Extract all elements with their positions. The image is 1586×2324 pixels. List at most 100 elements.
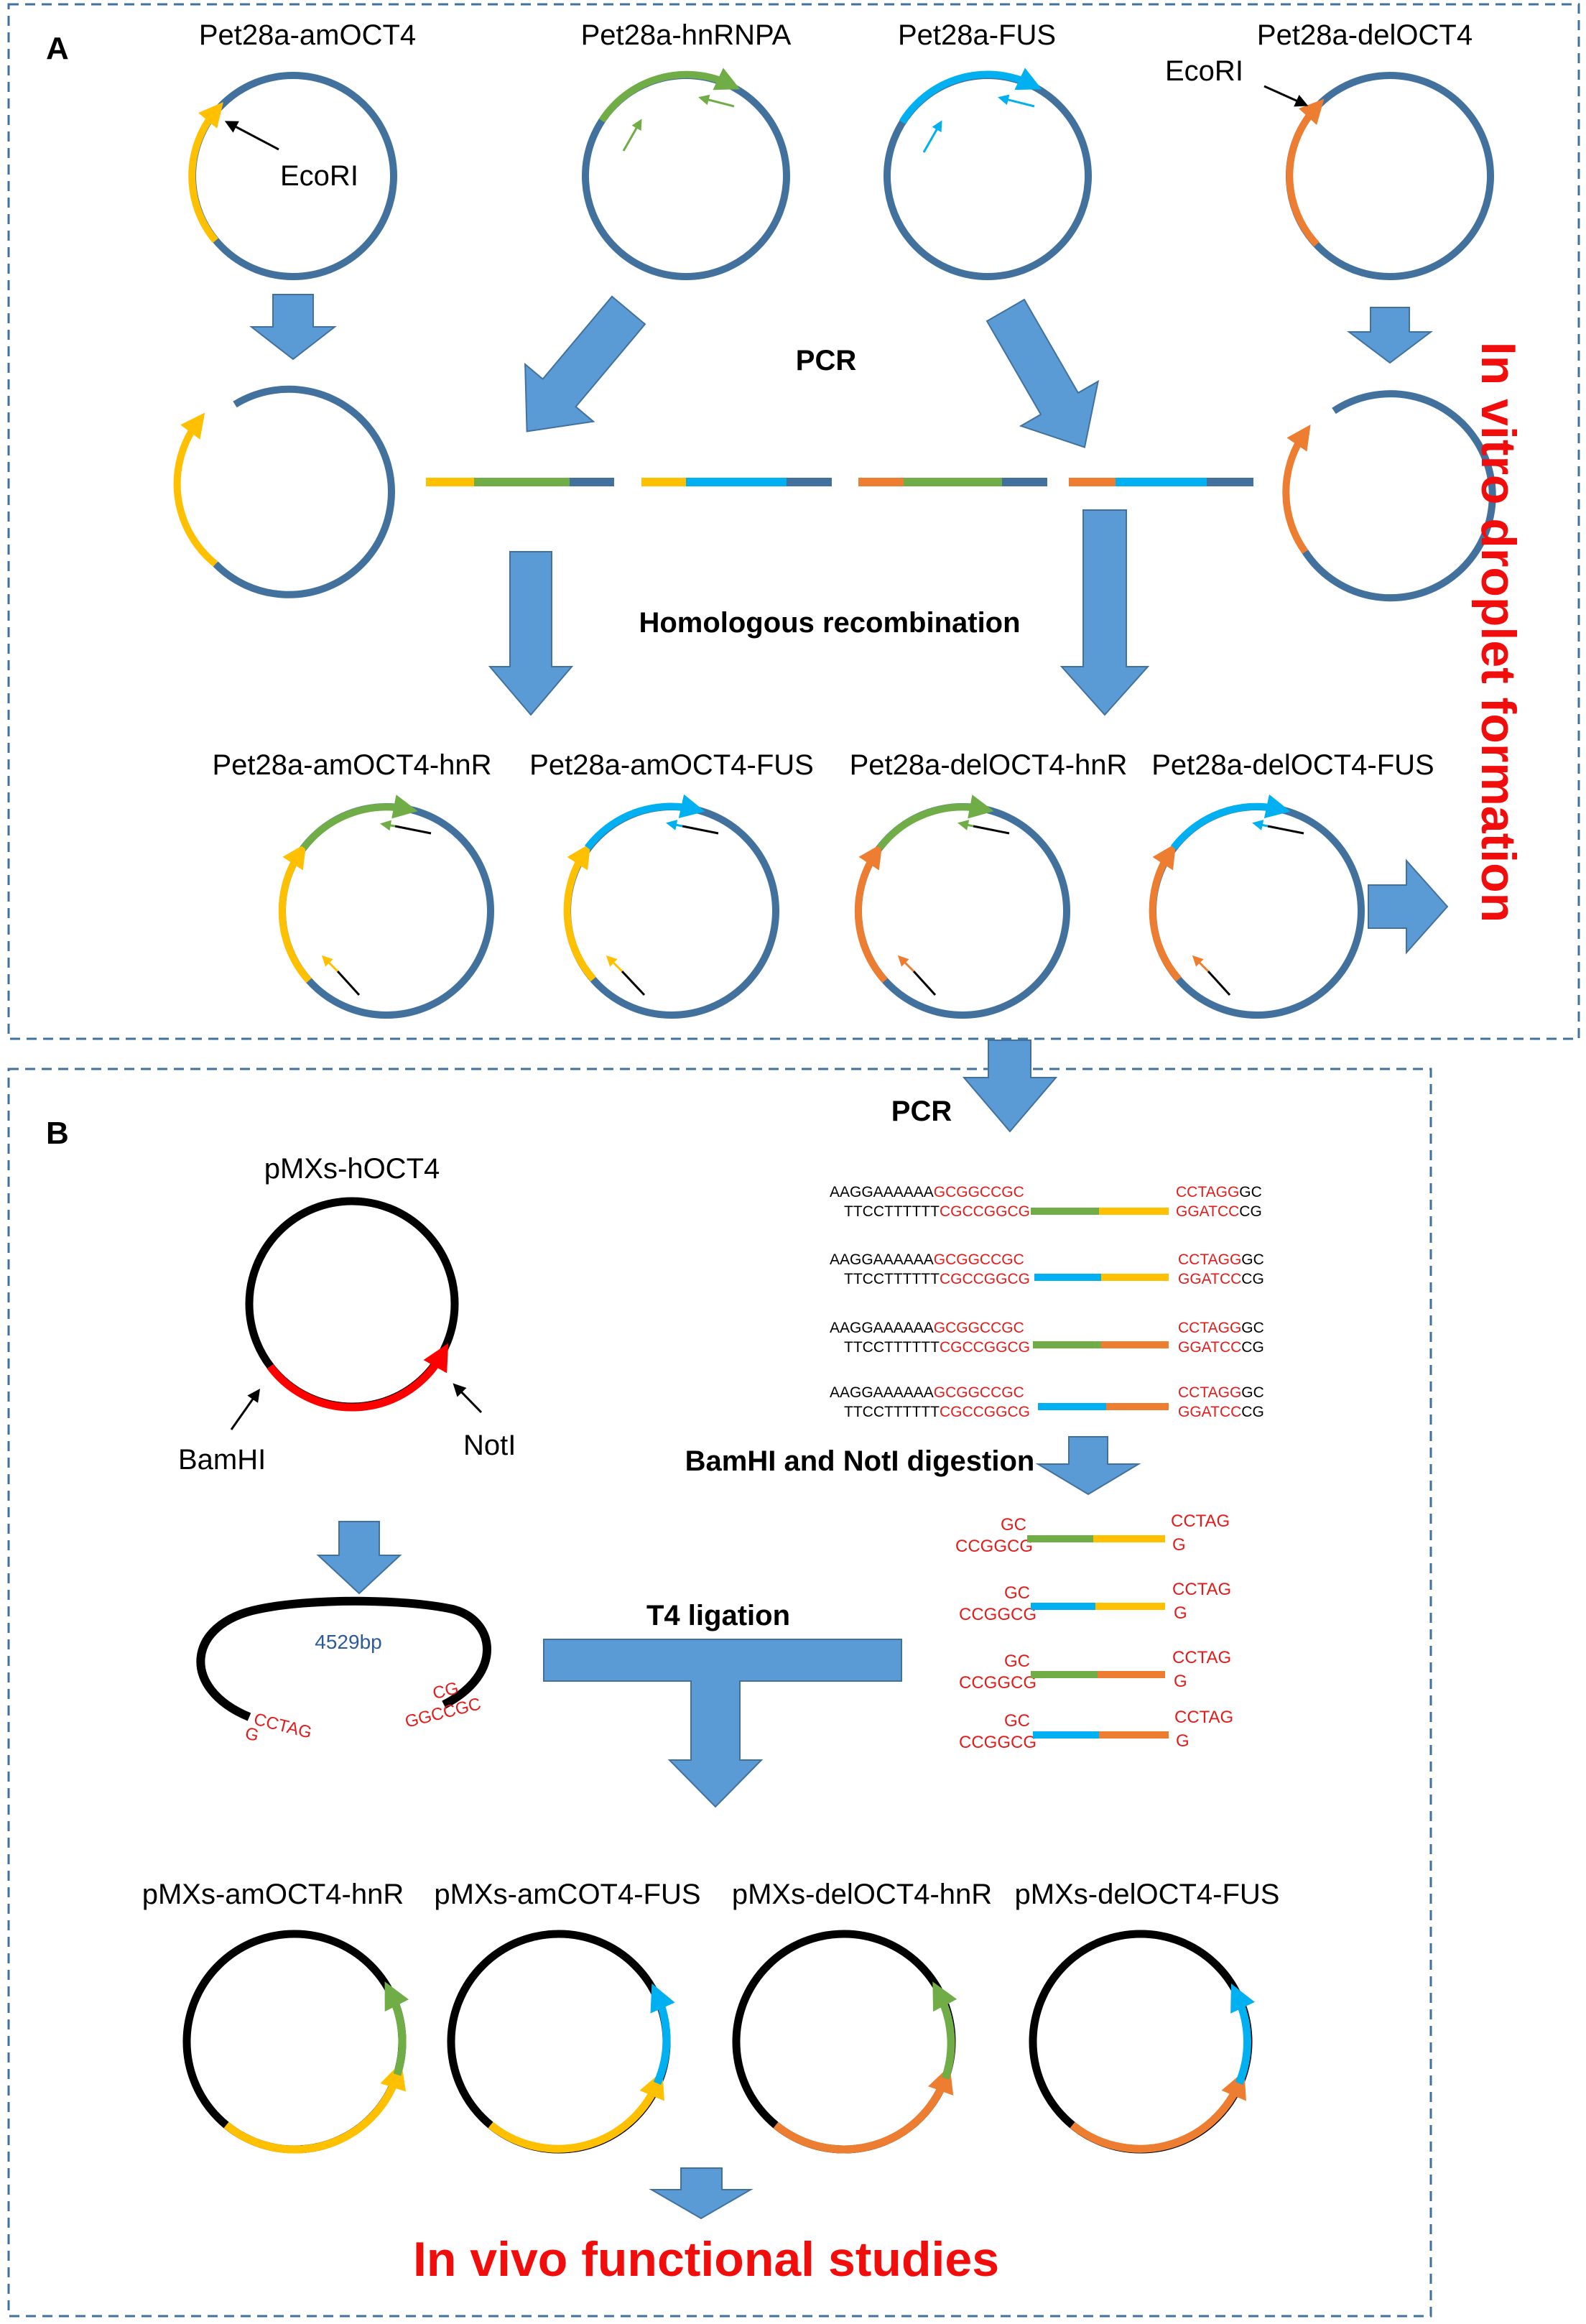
svg-text:CCTAGGGC: CCTAGGGC xyxy=(1178,1320,1264,1336)
sticky-cctag: CCTAG xyxy=(1174,1708,1233,1727)
linearized-vector-amoct4 xyxy=(173,385,395,598)
arrow-down-digestion xyxy=(1035,1436,1141,1496)
sticky-ccggcg: CCGGCG xyxy=(959,1605,1037,1624)
pcr-label-b: PCR xyxy=(891,1096,952,1127)
svg-text:TTCCTTTTTTCGCCGGCG: TTCCTTTTTTCGCCGGCG xyxy=(844,1339,1030,1356)
arrow-down-pcr-b xyxy=(962,1040,1058,1133)
ecori-pointer-amoct4 xyxy=(224,121,279,151)
sticky-gc: GC xyxy=(1004,1583,1030,1603)
svg-text:AAGGAAAAAAGCGGCCGC: AAGGAAAAAAGCGGCCGC xyxy=(830,1251,1024,1268)
svg-text:GGATCCCG: GGATCCCG xyxy=(1178,1339,1264,1356)
sticky-cctag: CCTAG xyxy=(1172,1648,1231,1667)
panel-a-letter: A xyxy=(46,31,69,66)
noti-pointer xyxy=(453,1383,483,1414)
seq-right-bottom-black: CG xyxy=(1239,1203,1262,1220)
panel-b-box xyxy=(7,1068,1432,2318)
svg-text:AAGGAAAAAAGCGGCCGC: AAGGAAAAAAGCGGCCGC xyxy=(830,1184,1024,1200)
final-label-amoct4-hnr: pMXs-amOCT4-hnR xyxy=(142,1879,404,1910)
arrow-diag-fus xyxy=(986,298,1100,448)
arrow-down-amoct4 xyxy=(249,294,337,361)
seq-right-bottom-red: GGATCC xyxy=(1178,1339,1241,1356)
bamhi-pointer xyxy=(230,1389,261,1430)
noti-label: NotI xyxy=(463,1430,516,1461)
seq-top-red: GCGGCCGC xyxy=(934,1184,1024,1200)
opened-vector-4529bp xyxy=(196,1596,491,1721)
seq-top-red: GCGGCCGC xyxy=(934,1320,1024,1336)
plasmid-pet28a-deloct4-hnr xyxy=(854,795,1070,1019)
linearized-vector-deloct4 xyxy=(1282,390,1496,602)
svg-text:TTCCTTTTTTCGCCGGCG: TTCCTTTTTTCGCCGGCG xyxy=(844,1203,1030,1220)
sticky-gc: GC xyxy=(1004,1711,1030,1731)
seq-bottom-red: CGCCGGCG xyxy=(940,1271,1030,1287)
fusion-label-deloct4-fus: Pet28a-delOCT4-FUS xyxy=(1151,749,1434,781)
plasmid-pet28a-deloct4-fus xyxy=(1149,794,1365,1019)
seq-bottom-black: TTCCTTTTTT xyxy=(844,1203,940,1220)
sticky-gc: GC xyxy=(1001,1515,1026,1534)
seq-top-black: AAGGAAAAAA xyxy=(830,1384,934,1401)
plasmid-pet28a-amoct4 xyxy=(188,72,397,280)
ecori-pointer-deloct4 xyxy=(1263,85,1309,107)
plasmid-pmxs-hoct4 xyxy=(245,1197,459,1412)
arrow-down-in-vivo xyxy=(649,2167,753,2220)
seq-right-bottom-black: CG xyxy=(1241,1404,1264,1420)
sticky-g: G xyxy=(1172,1535,1186,1555)
final-label-deloct4-fus: pMXs-delOCT4-FUS xyxy=(1015,1879,1280,1910)
seq-right-top-red: CCTAGG xyxy=(1178,1384,1241,1401)
fusion-label-amoct4-fus: Pet28a-amOCT4-FUS xyxy=(529,749,814,781)
arrow-down-vector-cut xyxy=(316,1521,402,1595)
digested-fragment-green-orange: GC CCGGCG CCTAG G xyxy=(959,1648,1231,1693)
sticky-g: G xyxy=(1174,1672,1187,1691)
seq-right-bottom-black: CG xyxy=(1241,1271,1264,1287)
seq-right-bottom-red: GGATCC xyxy=(1178,1271,1241,1287)
digested-fragment-blue-yellow: GC CCGGCG CCTAG G xyxy=(959,1580,1231,1624)
seq-right-top-black: GC xyxy=(1241,1320,1264,1336)
plasmid-pet28a-fus xyxy=(884,68,1092,280)
sticky-g: G xyxy=(1176,1731,1190,1751)
plasmid-pet28a-amoct4-hnr xyxy=(278,795,494,1019)
svg-text:GGATCCCG: GGATCCCG xyxy=(1178,1271,1264,1287)
svg-text:GGATCCCG: GGATCCCG xyxy=(1178,1404,1264,1420)
primer-fragment-blue-yellow: AAGGAAAAAAGCGGCCGC TTCCTTTTTTCGCCGGCG CC… xyxy=(830,1251,1264,1287)
seq-bottom-red: CGCCGGCG xyxy=(940,1339,1030,1356)
plasmid-label-pet28a-amoct4: Pet28a-amOCT4 xyxy=(199,19,416,51)
seq-right-bottom-red: GGATCC xyxy=(1176,1203,1239,1220)
sticky-g: G xyxy=(243,1723,261,1746)
vector-label-pmxs-hoct4: pMXs-hOCT4 xyxy=(264,1153,440,1185)
seq-right-top-red: CCTAGG xyxy=(1176,1184,1239,1200)
pcr-label-a: PCR xyxy=(796,345,857,376)
sticky-cctag: CCTAG xyxy=(252,1710,314,1743)
arrow-down-deloct4 xyxy=(1347,307,1433,364)
panel-a-box xyxy=(7,3,1580,1040)
sticky-cctag: CCTAG xyxy=(1171,1511,1230,1531)
seq-top-black: AAGGAAAAAA xyxy=(830,1251,934,1268)
seq-right-top-red: CCTAGG xyxy=(1178,1251,1241,1268)
digestion-label: BamHI and NotI digestion xyxy=(685,1445,1035,1477)
vector-left-sticky-end: CCTAG G xyxy=(243,1710,314,1746)
seq-bottom-black: TTCCTTTTTT xyxy=(844,1339,940,1356)
svg-text:AAGGAAAAAAGCGGCCGC: AAGGAAAAAAGCGGCCGC xyxy=(830,1384,1024,1401)
plasmid-label-pet28a-deloct4: Pet28a-delOCT4 xyxy=(1257,19,1473,51)
seq-right-bottom-red: GGATCC xyxy=(1178,1404,1241,1420)
bamhi-label: BamHI xyxy=(178,1444,266,1476)
plasmid-pmxs-deloct4-fus xyxy=(1029,1930,1255,2154)
seq-right-top-black: GC xyxy=(1241,1251,1264,1268)
fusion-label-amoct4-hnr: Pet28a-amOCT4-hnR xyxy=(212,749,491,781)
sticky-g: G xyxy=(1174,1603,1187,1623)
ecori-label-amoct4: EcoRI xyxy=(280,160,358,192)
sticky-gc: GC xyxy=(1004,1652,1030,1671)
sticky-cctag: CCTAG xyxy=(1172,1580,1231,1599)
svg-text:TTCCTTTTTTCGCCGGCG: TTCCTTTTTTCGCCGGCG xyxy=(844,1271,1030,1287)
plasmid-label-pet28a-fus: Pet28a-FUS xyxy=(898,19,1056,51)
final-label-amcot4-fus: pMXs-amCOT4-FUS xyxy=(434,1879,700,1910)
seq-top-red: GCGGCCGC xyxy=(934,1384,1024,1401)
fusion-label-deloct4-hnr: Pet28a-delOCT4-hnR xyxy=(850,749,1128,781)
plasmid-pmxs-deloct4-hnr xyxy=(732,1930,957,2154)
sticky-ccggcg: CCGGCG xyxy=(959,1733,1037,1752)
digested-fragment-blue-orange: GC CCGGCG CCTAG G xyxy=(959,1708,1233,1752)
panel-b-letter: B xyxy=(46,1116,69,1151)
seq-top-red: GCGGCCGC xyxy=(934,1251,1024,1268)
t4-ligation-label: T4 ligation xyxy=(646,1600,790,1631)
plasmid-label-pet28a-hnrnpa: Pet28a-hnRNPA xyxy=(581,19,792,51)
sticky-ccggcg: CCGGCG xyxy=(959,1673,1037,1693)
